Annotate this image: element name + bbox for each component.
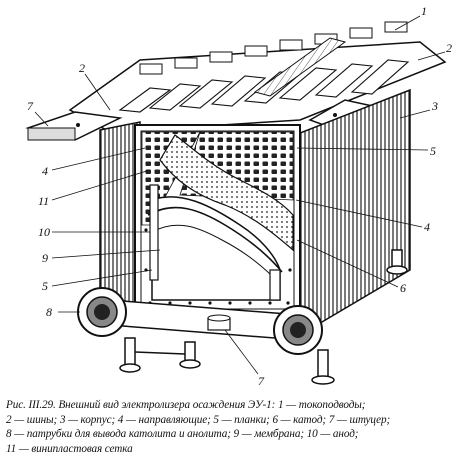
callout-2-right: 2 xyxy=(446,41,452,55)
callout-8: 8 xyxy=(46,305,52,319)
top-busbar-assembly xyxy=(68,21,447,133)
figure-caption: Рис. III.29. Внешний вид электролизера о… xyxy=(6,398,458,456)
callout-10: 10 xyxy=(38,225,50,239)
outlet-pipes xyxy=(77,287,323,355)
callout-9: 9 xyxy=(42,251,48,265)
callout-1-top: 1 xyxy=(421,4,427,18)
caption-line-1: Рис. III.29. Внешний вид электролизера о… xyxy=(6,399,366,411)
caption-line-2: 2 — шины; 3 — корпус; 4 — направляющие; … xyxy=(6,413,391,426)
callout-2-left: 7 xyxy=(27,99,34,113)
callout-4-left: 4 xyxy=(42,164,48,178)
bottom-fitting xyxy=(207,314,231,331)
callout-4-right: 4 xyxy=(424,220,430,234)
callout-3: 3 xyxy=(431,99,438,113)
support-legs xyxy=(119,249,408,385)
caption-line-3: 8 — патрубки для вывода католита и аноли… xyxy=(6,428,359,440)
callout-7-bottom: 7 xyxy=(258,374,265,388)
callout-11: 11 xyxy=(38,194,49,208)
electrolyzer-illustration: 1 2 7 2 3 5 4 11 10 9 5 8 4 6 7 xyxy=(25,4,452,388)
callout-labels: 1 2 7 2 3 5 4 11 10 9 5 8 4 6 7 xyxy=(27,4,452,388)
caption-line-4: 11 — винипластовая сетка xyxy=(6,442,133,455)
callout-1-left: 2 xyxy=(79,61,85,75)
callout-5-right: 5 xyxy=(430,144,436,158)
callout-5-left: 5 xyxy=(42,279,48,293)
left-busbar xyxy=(25,111,123,141)
electrolyzer-body xyxy=(99,88,411,341)
leader-lines xyxy=(34,15,446,375)
callout-6: 6 xyxy=(400,281,406,295)
